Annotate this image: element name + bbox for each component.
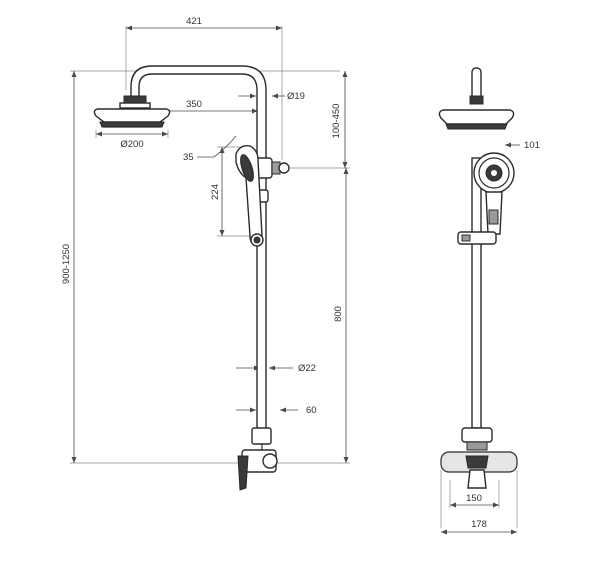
dim-riser-diameter: Ø22 — [298, 363, 316, 374]
dimension-lines — [71, 25, 520, 535]
dim-hand-length: 224 — [210, 184, 221, 200]
dim-offset: 60 — [306, 405, 317, 416]
wall-bracket — [251, 427, 272, 445]
dim-hand-head-width: 101 — [524, 140, 540, 151]
front-riser — [471, 157, 482, 429]
dim-hand-angle: 35 — [183, 152, 194, 163]
front-hand-shower — [473, 152, 515, 235]
front-shower-head — [438, 109, 515, 125]
dim-arm-reach: 350 — [186, 99, 202, 110]
front-lever — [465, 455, 489, 469]
dim-shelf-width: 150 — [466, 493, 482, 504]
mixer-lever — [237, 455, 249, 491]
dim-bar-height: 800 — [333, 306, 344, 322]
side-view — [93, 65, 290, 491]
dimension-labels: 421 350 Ø200 Ø19 100-450 35 224 900-1250… — [61, 16, 540, 530]
front-view — [438, 67, 518, 489]
front-arm-top — [471, 67, 482, 101]
dim-overall-width: 421 — [186, 16, 202, 27]
dim-mixer-width: 178 — [471, 519, 487, 530]
dim-total-height: 900-1250 — [61, 244, 72, 284]
dim-arm-pipe-diameter: Ø19 — [287, 91, 305, 102]
hand-shower — [235, 144, 264, 247]
overhead-shower-head — [93, 108, 171, 123]
dim-adjustable-height: 100-450 — [331, 104, 342, 139]
front-bracket — [461, 427, 493, 443]
dim-head-diameter: Ø200 — [120, 139, 143, 150]
